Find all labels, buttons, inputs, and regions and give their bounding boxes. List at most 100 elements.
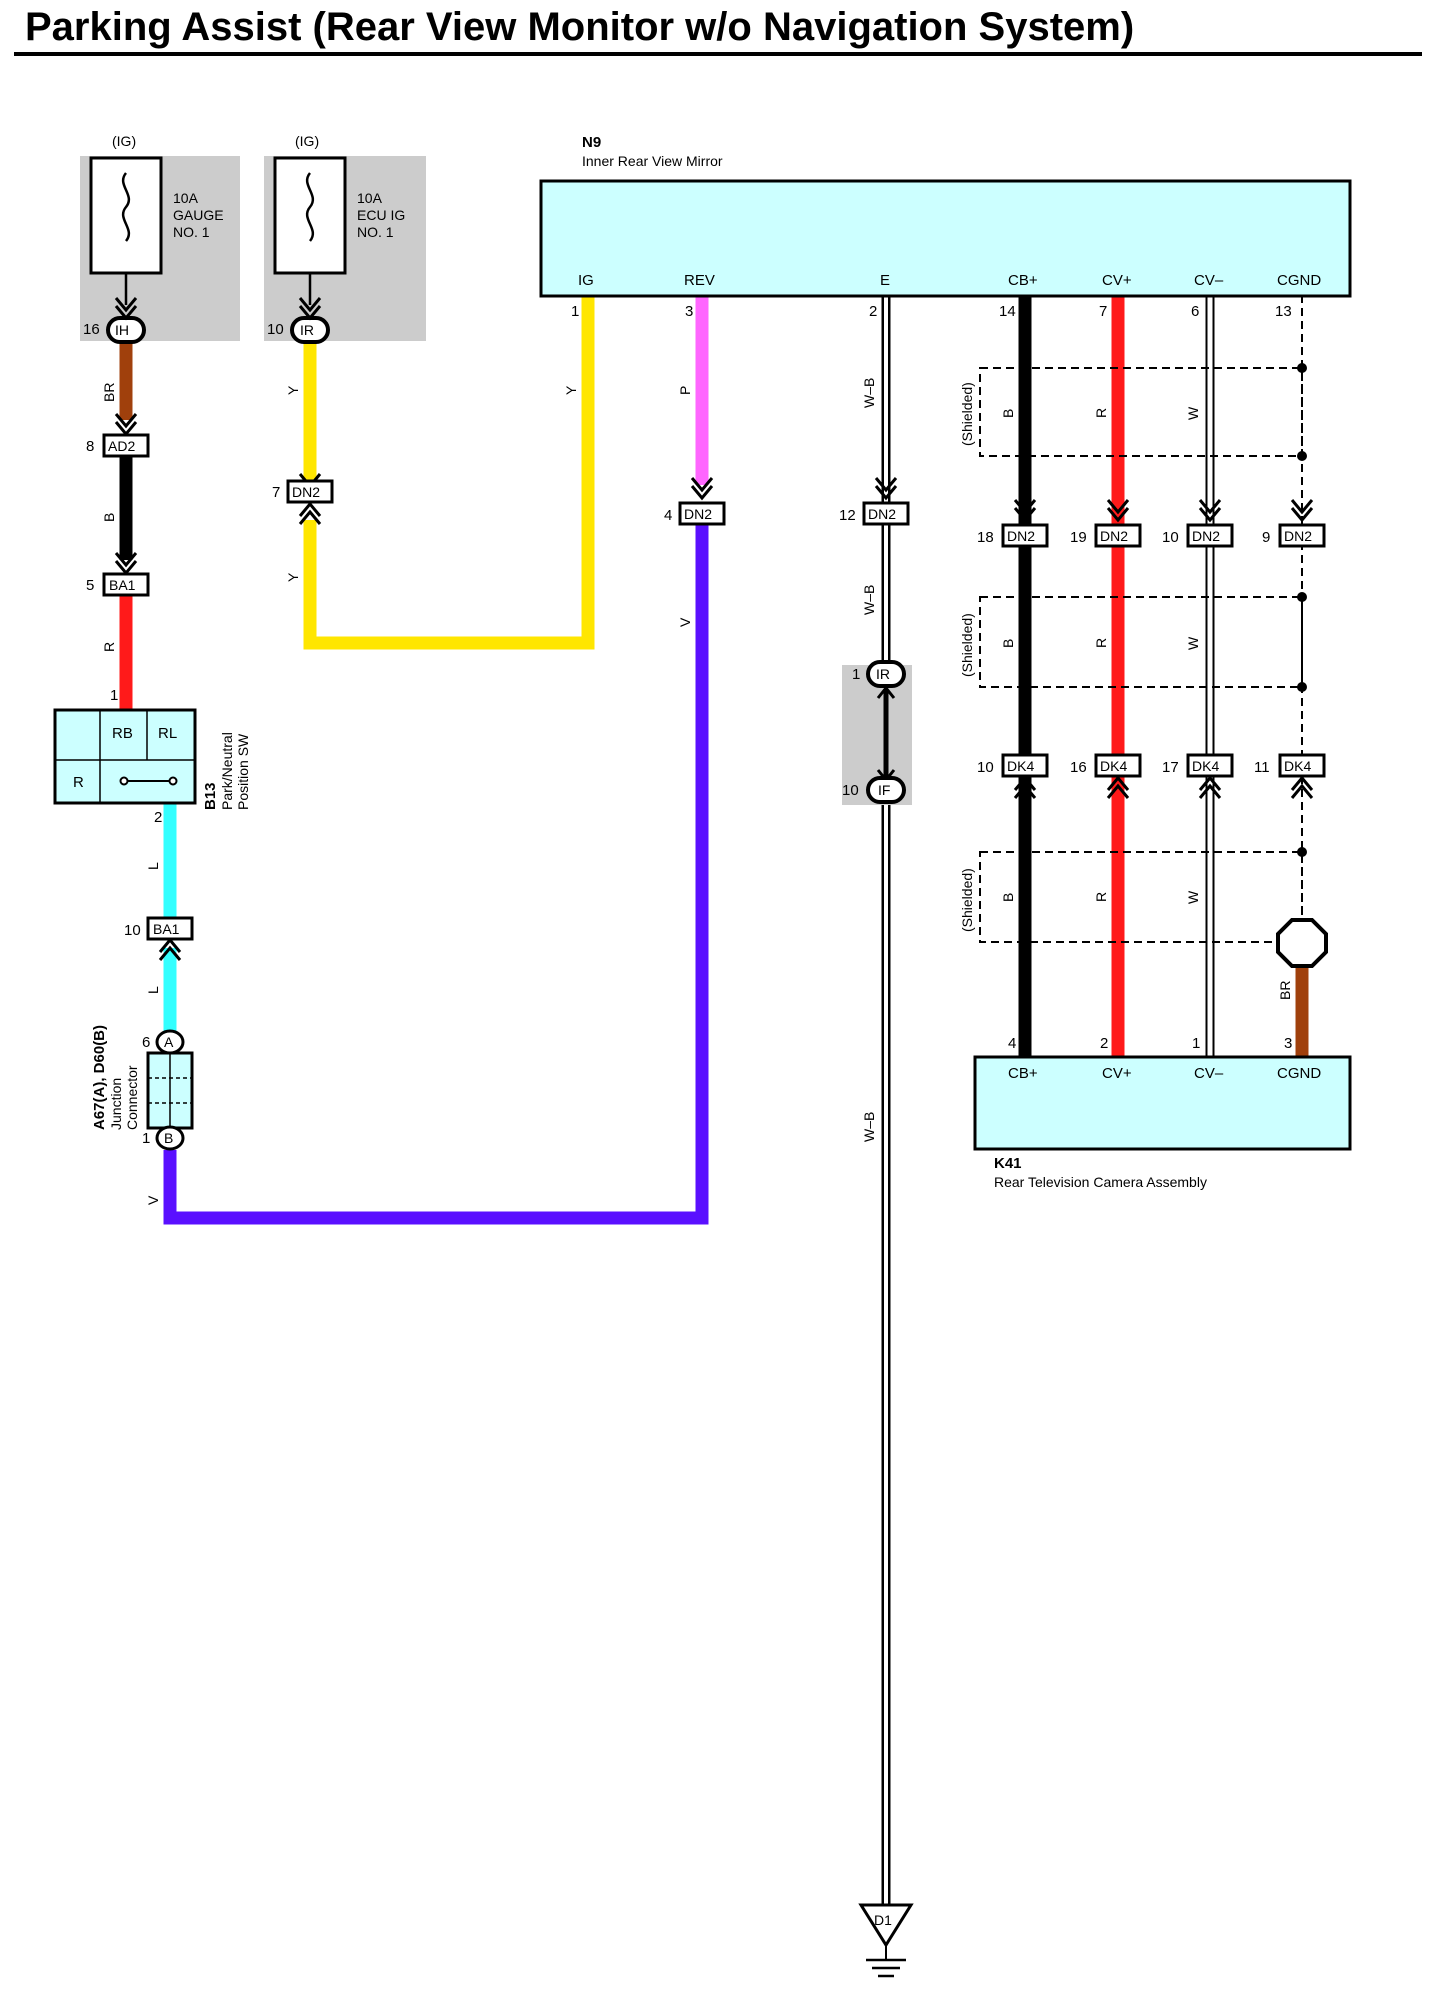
connector-ir-name: IR bbox=[300, 322, 314, 338]
connector-dn2-cb-name: DN2 bbox=[1007, 528, 1035, 544]
arrow-ir-icon bbox=[298, 297, 322, 321]
fuse-ecu-ig: (IG) 10A ECU IG NO. 1 bbox=[264, 133, 426, 341]
camera-terminal-cb-plus: CB+ bbox=[1008, 1065, 1038, 1082]
wire-label-b-cb-2: B bbox=[1000, 639, 1016, 648]
connector-dn2-cgnd-pin: 9 bbox=[1262, 529, 1270, 546]
wire-label-r-switch: R bbox=[101, 642, 117, 652]
fuse-ecu-supply: (IG) bbox=[295, 133, 319, 149]
wire-y-ig bbox=[303, 295, 595, 650]
connector-dn2-ig-pin: 7 bbox=[272, 484, 280, 501]
switch-label-rl: RL bbox=[158, 725, 177, 742]
connector-ba1-upper-pin: 5 bbox=[86, 577, 94, 594]
fuse-gauge-name: GAUGE bbox=[173, 207, 224, 223]
connector-dn2-cv-minus-pin: 10 bbox=[1162, 529, 1179, 546]
connector-ih-name: IH bbox=[115, 322, 129, 338]
shield-node-2 bbox=[1297, 451, 1307, 461]
connector-dk4-cv: 16 DK4 bbox=[1070, 753, 1142, 799]
wire-label-v-junction: V bbox=[145, 1195, 161, 1205]
connector-dn2-cv-pin: 19 bbox=[1070, 529, 1087, 546]
connector-ir-splice-pin: 1 bbox=[852, 666, 860, 683]
wire-label-br-gauge: BR bbox=[101, 383, 117, 402]
connector-ad2: 8 AD2 bbox=[86, 413, 150, 458]
fuse-ecu-number: NO. 1 bbox=[357, 224, 394, 240]
shield-label-2: (Shielded) bbox=[959, 613, 975, 677]
fuse-ecu-name: ECU IG bbox=[357, 207, 405, 223]
shield-label-1: (Shielded) bbox=[959, 382, 975, 446]
fuse-gauge-body bbox=[89, 156, 163, 275]
connector-if-splice: 10 IF bbox=[842, 769, 906, 804]
wire-label-y-ig: Y bbox=[563, 385, 579, 395]
connector-ir-splice: 1 IR bbox=[852, 660, 906, 699]
connector-ba1-lower-name: BA1 bbox=[153, 921, 180, 937]
connector-dn2-e: 12 DN2 bbox=[839, 477, 910, 526]
junction-tag-b: B bbox=[164, 1130, 173, 1146]
wire-label-w-cvm-2: W bbox=[1185, 636, 1201, 650]
switch-label-r: R bbox=[73, 774, 84, 791]
fuse-gauge-number: NO. 1 bbox=[173, 224, 210, 240]
shield-node-5 bbox=[1297, 847, 1307, 857]
wire-label-b-cb-3: B bbox=[1000, 893, 1016, 902]
connector-ba1-upper: 5 BA1 bbox=[86, 552, 150, 597]
junction-connector: 6 A 1 B A67(A), D60(B) Junction Connecto… bbox=[91, 1025, 194, 1151]
connector-if-splice-name: IF bbox=[878, 782, 890, 798]
wire-label-v-rev: V bbox=[677, 617, 693, 627]
park-neutral-position-switch: 1 RB RL R 2 B13 Park/Neutral Position SW bbox=[53, 687, 251, 826]
switch-pin-top: 1 bbox=[110, 687, 118, 704]
ground-d1: D1 bbox=[858, 1903, 914, 1978]
connector-dk4-cgnd: 11 DK4 bbox=[1254, 753, 1326, 799]
wire-label-y-dn2: Y bbox=[285, 572, 301, 582]
arrow-ba1-lower-icon bbox=[158, 937, 182, 961]
connector-dk4-cb-pin: 10 bbox=[977, 759, 994, 776]
camera-terminal-cv-minus: CV– bbox=[1194, 1065, 1224, 1082]
wire-label-r-cv-1: R bbox=[1093, 408, 1109, 418]
switch-pin-bottom: 2 bbox=[154, 809, 162, 826]
fuse-gauge-symbol-icon bbox=[121, 172, 131, 242]
junction-code: A67(A), D60(B) bbox=[91, 1025, 108, 1130]
mirror-pin-cb-plus: 14 bbox=[999, 303, 1016, 320]
connector-dk4-cv-name: DK4 bbox=[1100, 758, 1127, 774]
connector-dk4-cv-minus-name: DK4 bbox=[1192, 758, 1219, 774]
connector-dn2-ig-name: DN2 bbox=[292, 484, 320, 500]
connector-dn2-cv-minus-name: DN2 bbox=[1192, 528, 1220, 544]
connector-dk4-cv-minus-pin: 17 bbox=[1162, 759, 1179, 776]
mirror-pin-rev: 3 bbox=[685, 303, 693, 320]
title-underline bbox=[14, 52, 1422, 56]
connector-dn2-ig: 7 DN2 bbox=[272, 473, 334, 525]
mirror-terminal-ig: IG bbox=[578, 272, 594, 289]
connector-ir-pin: 10 bbox=[267, 321, 284, 338]
junction-pin-a: 6 bbox=[142, 1034, 150, 1051]
fuse-ecu-symbol-icon bbox=[305, 172, 315, 242]
connector-ba1-upper-name: BA1 bbox=[109, 577, 136, 593]
wire-label-r-cv-3: R bbox=[1093, 892, 1109, 902]
camera-name: Rear Television Camera Assembly bbox=[994, 1174, 1207, 1190]
connector-dk4-cb: 10 DK4 bbox=[977, 753, 1049, 799]
connector-dn2-cb-pin: 18 bbox=[977, 529, 994, 546]
fuse-ecu-body bbox=[273, 156, 347, 275]
switch-contact-left-icon bbox=[119, 776, 129, 786]
mirror-pin-ig: 1 bbox=[571, 303, 579, 320]
ground-label: D1 bbox=[874, 1912, 892, 1928]
camera-pin-cgnd: 3 bbox=[1284, 1035, 1292, 1052]
camera-terminal-cgnd: CGND bbox=[1277, 1065, 1321, 1082]
fuse-ecu-rating: 10A bbox=[357, 190, 383, 206]
mirror-terminal-cgnd: CGND bbox=[1277, 272, 1321, 289]
connector-dn2-cv: 19 DN2 bbox=[1070, 499, 1142, 548]
mirror-terminal-cv-minus: CV– bbox=[1194, 272, 1224, 289]
wire-label-br-cgnd: BR bbox=[1277, 981, 1293, 1000]
connector-dn2-rev-name: DN2 bbox=[684, 506, 712, 522]
wire-label-w-b-lower: W–B bbox=[861, 1112, 877, 1142]
mirror-pin-e: 2 bbox=[869, 303, 877, 320]
wire-label-w-cvm-1: W bbox=[1185, 406, 1201, 420]
connector-ad2-name: AD2 bbox=[108, 438, 135, 454]
connector-ir-splice-name: IR bbox=[876, 666, 890, 682]
switch-code: B13 bbox=[202, 782, 219, 810]
mirror-pin-cgnd: 13 bbox=[1275, 303, 1292, 320]
connector-dn2-cv-minus: 10 DN2 bbox=[1162, 499, 1234, 548]
fuse-gauge-rating: 10A bbox=[173, 190, 199, 206]
arrow-dn2-rev-icon bbox=[690, 477, 714, 501]
connector-dn2-cgnd: 9 DN2 bbox=[1262, 499, 1326, 548]
switch-label-rb: RB bbox=[112, 725, 133, 742]
shield-node-4 bbox=[1297, 682, 1307, 692]
connector-ba1-lower-pin: 10 bbox=[124, 922, 141, 939]
junction-tag-a: A bbox=[164, 1034, 174, 1050]
